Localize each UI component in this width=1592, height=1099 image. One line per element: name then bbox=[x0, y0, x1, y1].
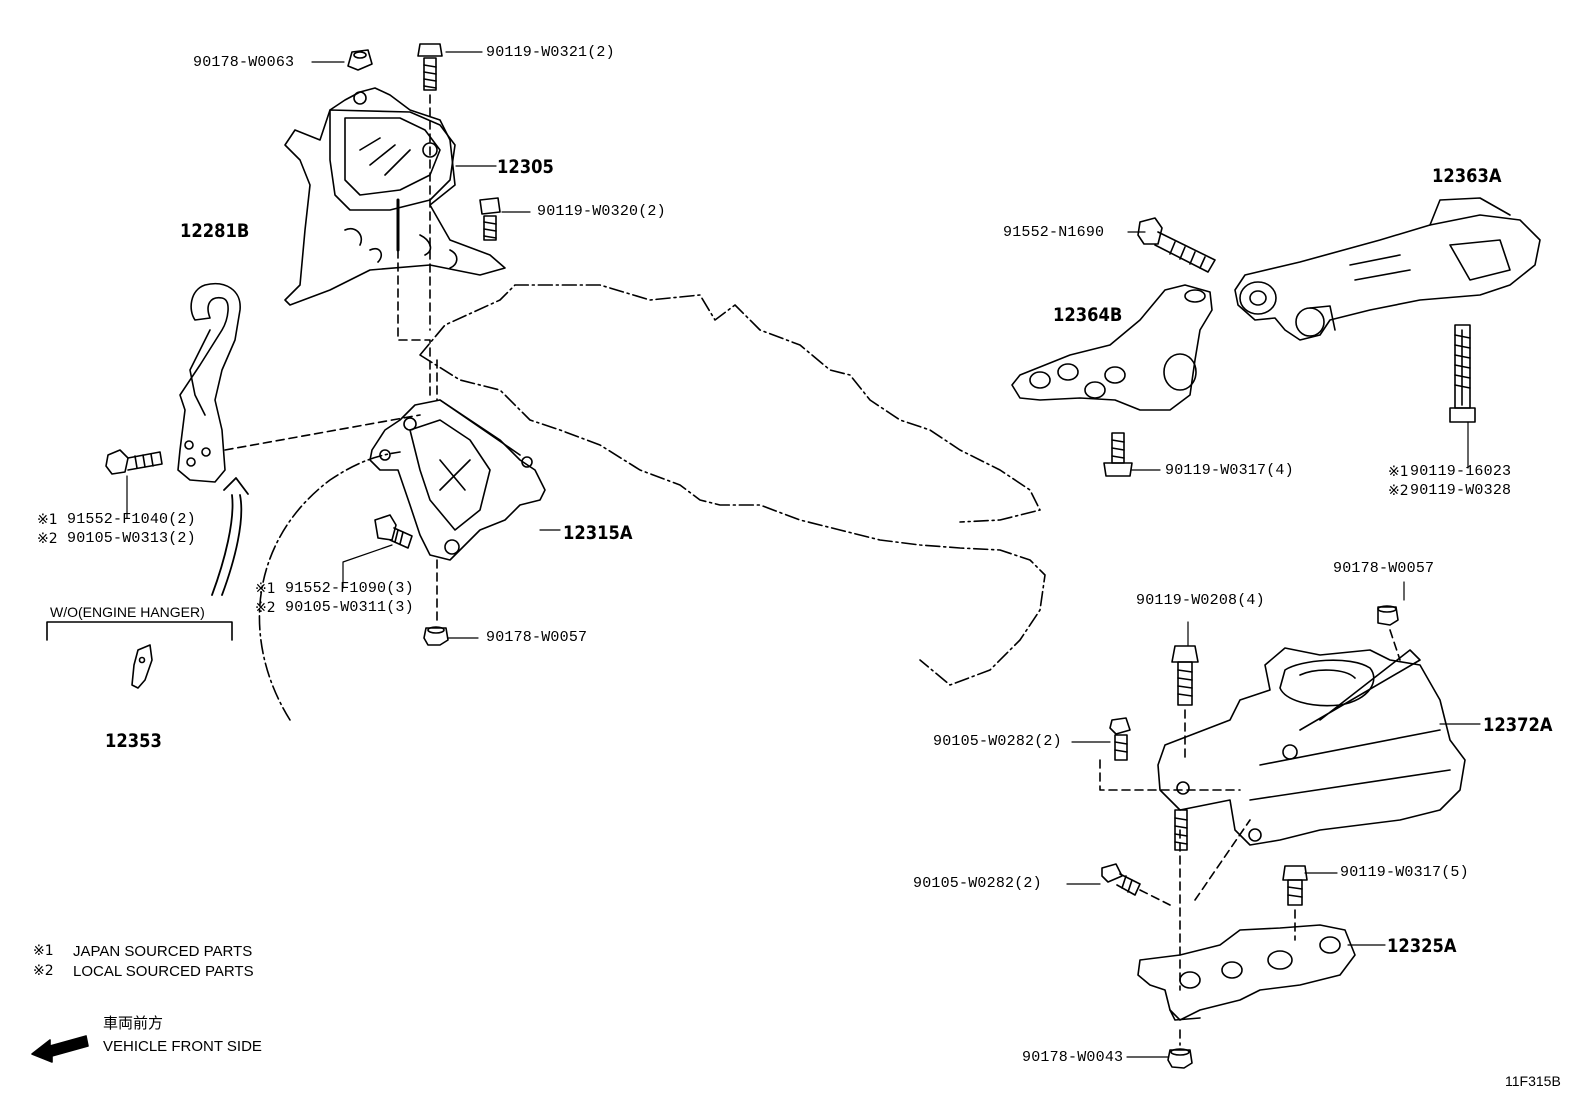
part-12315A-label[interactable]: 12315A bbox=[563, 522, 633, 544]
fastener-90105-W0282-upper[interactable]: 90105-W0282(2) bbox=[933, 733, 1062, 750]
bolt-90119-W0317-5-icon bbox=[1282, 865, 1308, 906]
fastener-90119-W0317-4[interactable]: 90119-W0317(4) bbox=[1165, 462, 1294, 479]
part-12363A-label[interactable]: 12363A bbox=[1432, 165, 1502, 187]
hanger-12281B-icon bbox=[177, 283, 241, 483]
fastener-90105-W0313[interactable]: 90105-W0313(2) bbox=[67, 530, 196, 547]
part-12305-label[interactable]: 12305 bbox=[497, 156, 554, 178]
fastener-90178-W0063[interactable]: 90178-W0063 bbox=[193, 54, 295, 71]
legend-mark-1: ※1 bbox=[33, 943, 54, 959]
vehicle-front-en: VEHICLE FRONT SIDE bbox=[103, 1038, 262, 1055]
leader-dash bbox=[1389, 629, 1401, 661]
fastener-90119-W0317-5[interactable]: 90119-W0317(5) bbox=[1340, 864, 1469, 881]
leader-dash bbox=[1099, 759, 1241, 791]
bolt-90105-W0282-upper-icon bbox=[1109, 717, 1131, 761]
legend-mark-2: ※2 bbox=[33, 963, 54, 979]
part-12372A-label[interactable]: 12372A bbox=[1483, 714, 1553, 736]
engine-hanger-note: W/O(ENGINE HANGER) bbox=[50, 604, 205, 620]
engine-outline bbox=[419, 284, 1046, 686]
fastener-90119-16023[interactable]: 90119-16023 bbox=[1410, 463, 1512, 480]
bolt-90119-W0317-icon bbox=[1103, 432, 1133, 477]
nut-90178-W0057-icon bbox=[423, 626, 449, 646]
part-12364B-label[interactable]: 12364B bbox=[1053, 304, 1123, 326]
bolt-90119-W0320-icon bbox=[479, 197, 501, 241]
part-12353-label[interactable]: 12353 bbox=[105, 730, 162, 752]
part-12325A-label[interactable]: 12325A bbox=[1387, 935, 1457, 957]
mark-2: ※2 bbox=[37, 531, 58, 547]
bolt-91552-F1040-icon bbox=[105, 449, 163, 475]
diagram-code: 11F315B bbox=[1505, 1073, 1561, 1089]
bolt-91552-F1090-icon bbox=[374, 514, 413, 549]
part-12281B-label[interactable]: 12281B bbox=[180, 220, 250, 242]
bolt-90119-W0208-icon bbox=[1171, 645, 1199, 706]
leader-dash bbox=[397, 249, 431, 401]
fastener-90178-W0043[interactable]: 90178-W0043 bbox=[1022, 1049, 1124, 1066]
vehicle-front-arrow-icon bbox=[31, 1035, 89, 1063]
legend-local-sourced: LOCAL SOURCED PARTS bbox=[73, 963, 254, 980]
bracket-12325A-icon bbox=[1137, 924, 1356, 1021]
mark-1: ※1 bbox=[1388, 464, 1409, 480]
fastener-91552-F1090[interactable]: 91552-F1090(3) bbox=[285, 580, 414, 597]
bolt-90119-W0321-icon bbox=[417, 43, 443, 91]
fastener-90119-W0321[interactable]: 90119-W0321(2) bbox=[486, 44, 615, 61]
mark-1: ※1 bbox=[37, 512, 58, 528]
fastener-90119-W0320[interactable]: 90119-W0320(2) bbox=[537, 203, 666, 220]
stud-12372A-icon bbox=[1174, 809, 1188, 851]
bracket-line bbox=[46, 621, 233, 641]
nut-90178-W0057-right-icon bbox=[1377, 605, 1399, 626]
fastener-91552-F1040[interactable]: 91552-F1040(2) bbox=[67, 511, 196, 528]
fastener-90178-W0057-right[interactable]: 90178-W0057 bbox=[1333, 560, 1435, 577]
torque-rod-12363A-icon bbox=[1234, 197, 1541, 341]
engine-hanger-12353-icon bbox=[131, 644, 153, 689]
fastener-90119-W0328[interactable]: 90119-W0328 bbox=[1410, 482, 1512, 499]
leader-dash bbox=[224, 414, 421, 451]
nut-90178-W0063-icon bbox=[347, 49, 373, 71]
fastener-91552-N1690[interactable]: 91552-N1690 bbox=[1003, 224, 1105, 241]
bracket-12305-icon bbox=[284, 87, 506, 306]
bolt-90119-16023-icon bbox=[1449, 324, 1476, 423]
leader-dash bbox=[1194, 819, 1251, 901]
fastener-90119-W0208[interactable]: 90119-W0208(4) bbox=[1136, 592, 1265, 609]
bracket-12315A-icon bbox=[369, 399, 546, 561]
fastener-90105-W0311[interactable]: 90105-W0311(3) bbox=[285, 599, 414, 616]
bolt-91552-N1690-icon bbox=[1137, 217, 1216, 273]
fastener-90178-W0057-left[interactable]: 90178-W0057 bbox=[486, 629, 588, 646]
fastener-90105-W0282-lower[interactable]: 90105-W0282(2) bbox=[913, 875, 1042, 892]
mark-1: ※1 bbox=[255, 581, 276, 597]
vehicle-front-jp: 車両前方 bbox=[103, 1014, 164, 1032]
arrow-engine-hanger-icon bbox=[211, 477, 249, 596]
legend-japan-sourced: JAPAN SOURCED PARTS bbox=[73, 943, 253, 960]
nut-90178-W0043-icon bbox=[1167, 1048, 1193, 1069]
flywheel-arc bbox=[258, 451, 401, 721]
bolt-90105-W0282-lower-icon bbox=[1101, 863, 1141, 896]
bracket-12364B-icon bbox=[1011, 284, 1213, 411]
leader-lines bbox=[126, 51, 1481, 1058]
leader-dash bbox=[1139, 889, 1171, 906]
mount-12372A-icon bbox=[1157, 647, 1466, 846]
mark-2: ※2 bbox=[255, 600, 276, 616]
mark-2: ※2 bbox=[1388, 483, 1409, 499]
